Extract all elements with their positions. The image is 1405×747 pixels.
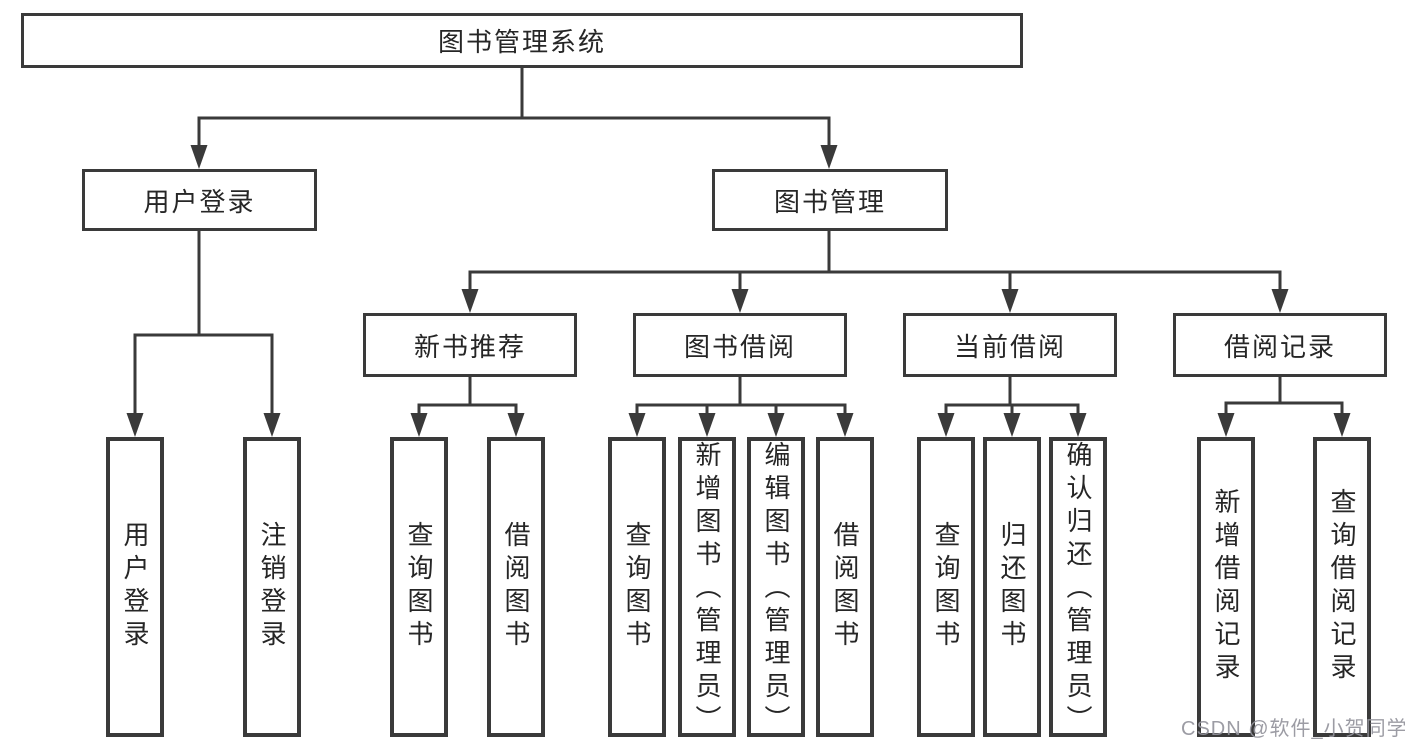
tree-edges bbox=[133, 63, 1344, 421]
node-leaf-query-books-3: 查询图书 bbox=[917, 437, 975, 737]
leaf-label: 查询图书 bbox=[931, 521, 961, 653]
node-leaf-query-borrow-record: 查询借阅记录 bbox=[1313, 437, 1371, 737]
node-current-borrowing: 当前借阅 bbox=[903, 313, 1117, 377]
node-leaf-query-books-2: 查询图书 bbox=[608, 437, 666, 737]
node-book-management-module: 图书管理 bbox=[712, 169, 948, 231]
leaf-label: 注销登录 bbox=[257, 521, 287, 653]
node-leaf-user-login: 用户登录 bbox=[106, 437, 164, 737]
node-user-login-module: 用户登录 bbox=[82, 169, 317, 231]
node-leaf-query-books-1: 查询图书 bbox=[390, 437, 448, 737]
leaf-label: 归还图书 bbox=[997, 521, 1027, 653]
leaf-label: 确认归还（管理员） bbox=[1063, 441, 1093, 738]
node-leaf-return-books: 归还图书 bbox=[983, 437, 1041, 737]
leaf-label: 用户登录 bbox=[120, 521, 150, 653]
leaf-label: 编辑图书（管理员） bbox=[761, 441, 791, 738]
node-leaf-borrow-books-2: 借阅图书 bbox=[816, 437, 874, 737]
node-leaf-add-books-admin: 新增图书（管理员） bbox=[678, 437, 736, 738]
leaf-label: 查询借阅记录 bbox=[1327, 488, 1357, 686]
node-root-system: 图书管理系统 bbox=[21, 13, 1023, 68]
leaf-label: 查询图书 bbox=[404, 521, 434, 653]
node-book-borrowing: 图书借阅 bbox=[633, 313, 847, 377]
leaf-label: 借阅图书 bbox=[830, 521, 860, 653]
node-leaf-borrow-books-1: 借阅图书 bbox=[487, 437, 545, 737]
leaf-label: 新增图书（管理员） bbox=[692, 441, 722, 738]
leaf-label: 查询图书 bbox=[622, 521, 652, 653]
node-leaf-confirm-return-admin: 确认归还（管理员） bbox=[1049, 437, 1107, 738]
node-leaf-edit-books-admin: 编辑图书（管理员） bbox=[747, 437, 805, 738]
node-leaf-logout: 注销登录 bbox=[243, 437, 301, 737]
node-new-book-recommend: 新书推荐 bbox=[363, 313, 577, 377]
node-leaf-add-borrow-record: 新增借阅记录 bbox=[1197, 437, 1255, 737]
csdn-watermark: CSDN @软件_小贺同学 bbox=[1181, 718, 1405, 740]
node-borrowing-records: 借阅记录 bbox=[1173, 313, 1387, 377]
leaf-label: 新增借阅记录 bbox=[1211, 488, 1241, 686]
leaf-label: 借阅图书 bbox=[501, 521, 531, 653]
